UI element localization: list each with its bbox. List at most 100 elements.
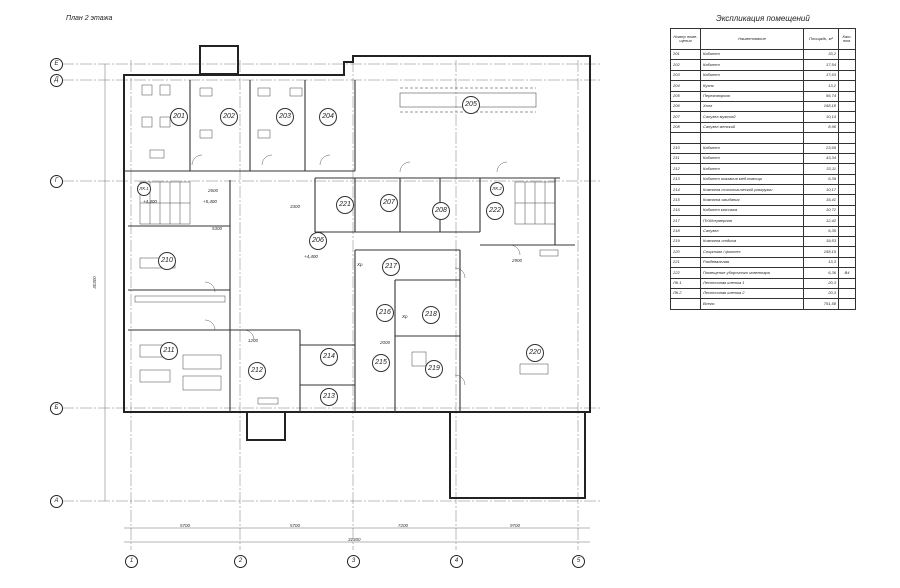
storage-mark: Хр	[402, 314, 408, 319]
cell-cat	[838, 142, 856, 154]
plan-title: План 2 этажа	[66, 15, 113, 22]
cell-area: 23,69	[803, 142, 839, 154]
room-label: 215	[372, 354, 390, 372]
cell-num: 207	[670, 111, 701, 123]
cell-cat	[838, 90, 856, 102]
cell-area: 168,18	[803, 100, 839, 113]
elevation-mark: +5,400	[203, 199, 217, 204]
cell-area: 10,14	[803, 111, 839, 123]
legend-title: Экспликация помещений	[716, 14, 810, 23]
room-label: ЛК.2	[490, 182, 504, 196]
cell-cat	[838, 132, 856, 144]
room-label: 207	[380, 194, 398, 212]
header-num: Номер поме- щения	[670, 28, 701, 50]
cell-area: 10,17	[803, 184, 839, 196]
elevation-mark: +4,400	[143, 199, 157, 204]
cell-name: Спортзал / фитнес	[700, 246, 804, 258]
cell-area: 6,39	[803, 173, 839, 186]
room-label: 210	[158, 252, 176, 270]
cell-cat	[838, 163, 856, 175]
cell-cat	[838, 236, 856, 248]
axis-col-bubble: 5	[572, 555, 585, 568]
cell-num: 222	[670, 267, 701, 279]
cell-cat	[838, 298, 856, 310]
cell-area: 33,11	[803, 163, 839, 175]
cell-num: 218	[670, 225, 701, 238]
room-label: 201	[170, 108, 188, 126]
cell-cat	[838, 152, 856, 165]
cell-cat	[838, 59, 856, 71]
dim-vertical-total: 30300	[91, 276, 97, 289]
cell-area: 17,63	[803, 69, 839, 82]
header-name: Наименование	[700, 28, 804, 50]
dim-span-4: 9700	[510, 523, 521, 528]
room-label: 219	[425, 360, 443, 378]
furniture	[134, 84, 559, 405]
cell-num: 214	[670, 184, 701, 196]
room-label: 220	[526, 344, 544, 362]
cell-cat	[838, 48, 856, 61]
cell-name: Санузел женский	[700, 121, 804, 134]
cell-name: Комната отдыха	[700, 236, 804, 248]
elevation-mark: +4,400	[304, 254, 318, 259]
cell-cat	[838, 225, 856, 238]
cell-area: 10,72	[803, 204, 839, 217]
cell-cat	[838, 277, 856, 290]
cell-cat	[838, 121, 856, 134]
cell-num: 203	[670, 69, 701, 82]
cell-num: 202	[670, 59, 701, 71]
cell-cat	[838, 80, 856, 92]
cell-cat	[838, 215, 856, 227]
cell-name: Кухня	[700, 80, 804, 92]
table-header-row: Номер поме- щения Наименование Площадь, …	[670, 28, 856, 50]
interior-walls	[124, 80, 575, 412]
axis-row-bubble: Е	[50, 58, 63, 71]
cell-area: 20,3	[803, 277, 839, 290]
header-cat: Кат. пом.	[838, 28, 856, 50]
axis-row-bubble: Б	[50, 402, 63, 415]
room-label: 206	[309, 232, 327, 250]
axis-row-bubble: Д	[50, 74, 63, 87]
cell-name: Всего:	[700, 298, 804, 310]
cell-num: 212	[670, 163, 701, 175]
cell-cat	[838, 204, 856, 217]
cell-cat	[838, 287, 856, 300]
cell-num: 216	[670, 204, 701, 217]
room-label: 218	[422, 306, 440, 324]
cell-name: Холл	[700, 100, 804, 113]
room-label: 213	[320, 388, 338, 406]
cell-num: 204	[670, 80, 701, 92]
cell-num: 221	[670, 256, 701, 269]
room-label: 221	[336, 196, 354, 214]
cell-num: 217	[670, 215, 701, 227]
cell-num: ЛК.2	[670, 287, 701, 300]
cell-area: 17,54	[803, 59, 839, 71]
cell-name: Раздевальная	[700, 256, 804, 269]
cell-area: 95,74	[803, 90, 839, 102]
room-label: ЛК.1	[137, 182, 151, 196]
cell-name: Санузел мужской	[700, 111, 804, 123]
cell-area: 20,3	[803, 287, 839, 300]
axis-col-bubble: 4	[450, 555, 463, 568]
cell-area: 751,58	[803, 298, 839, 310]
cell-name: Переговорная	[700, 90, 804, 102]
room-label: 212	[248, 362, 266, 380]
room-label: 217	[382, 258, 400, 276]
cell-name: ПУИ/серверная	[700, 215, 804, 227]
doors	[191, 154, 521, 386]
cell-cat	[838, 194, 856, 206]
